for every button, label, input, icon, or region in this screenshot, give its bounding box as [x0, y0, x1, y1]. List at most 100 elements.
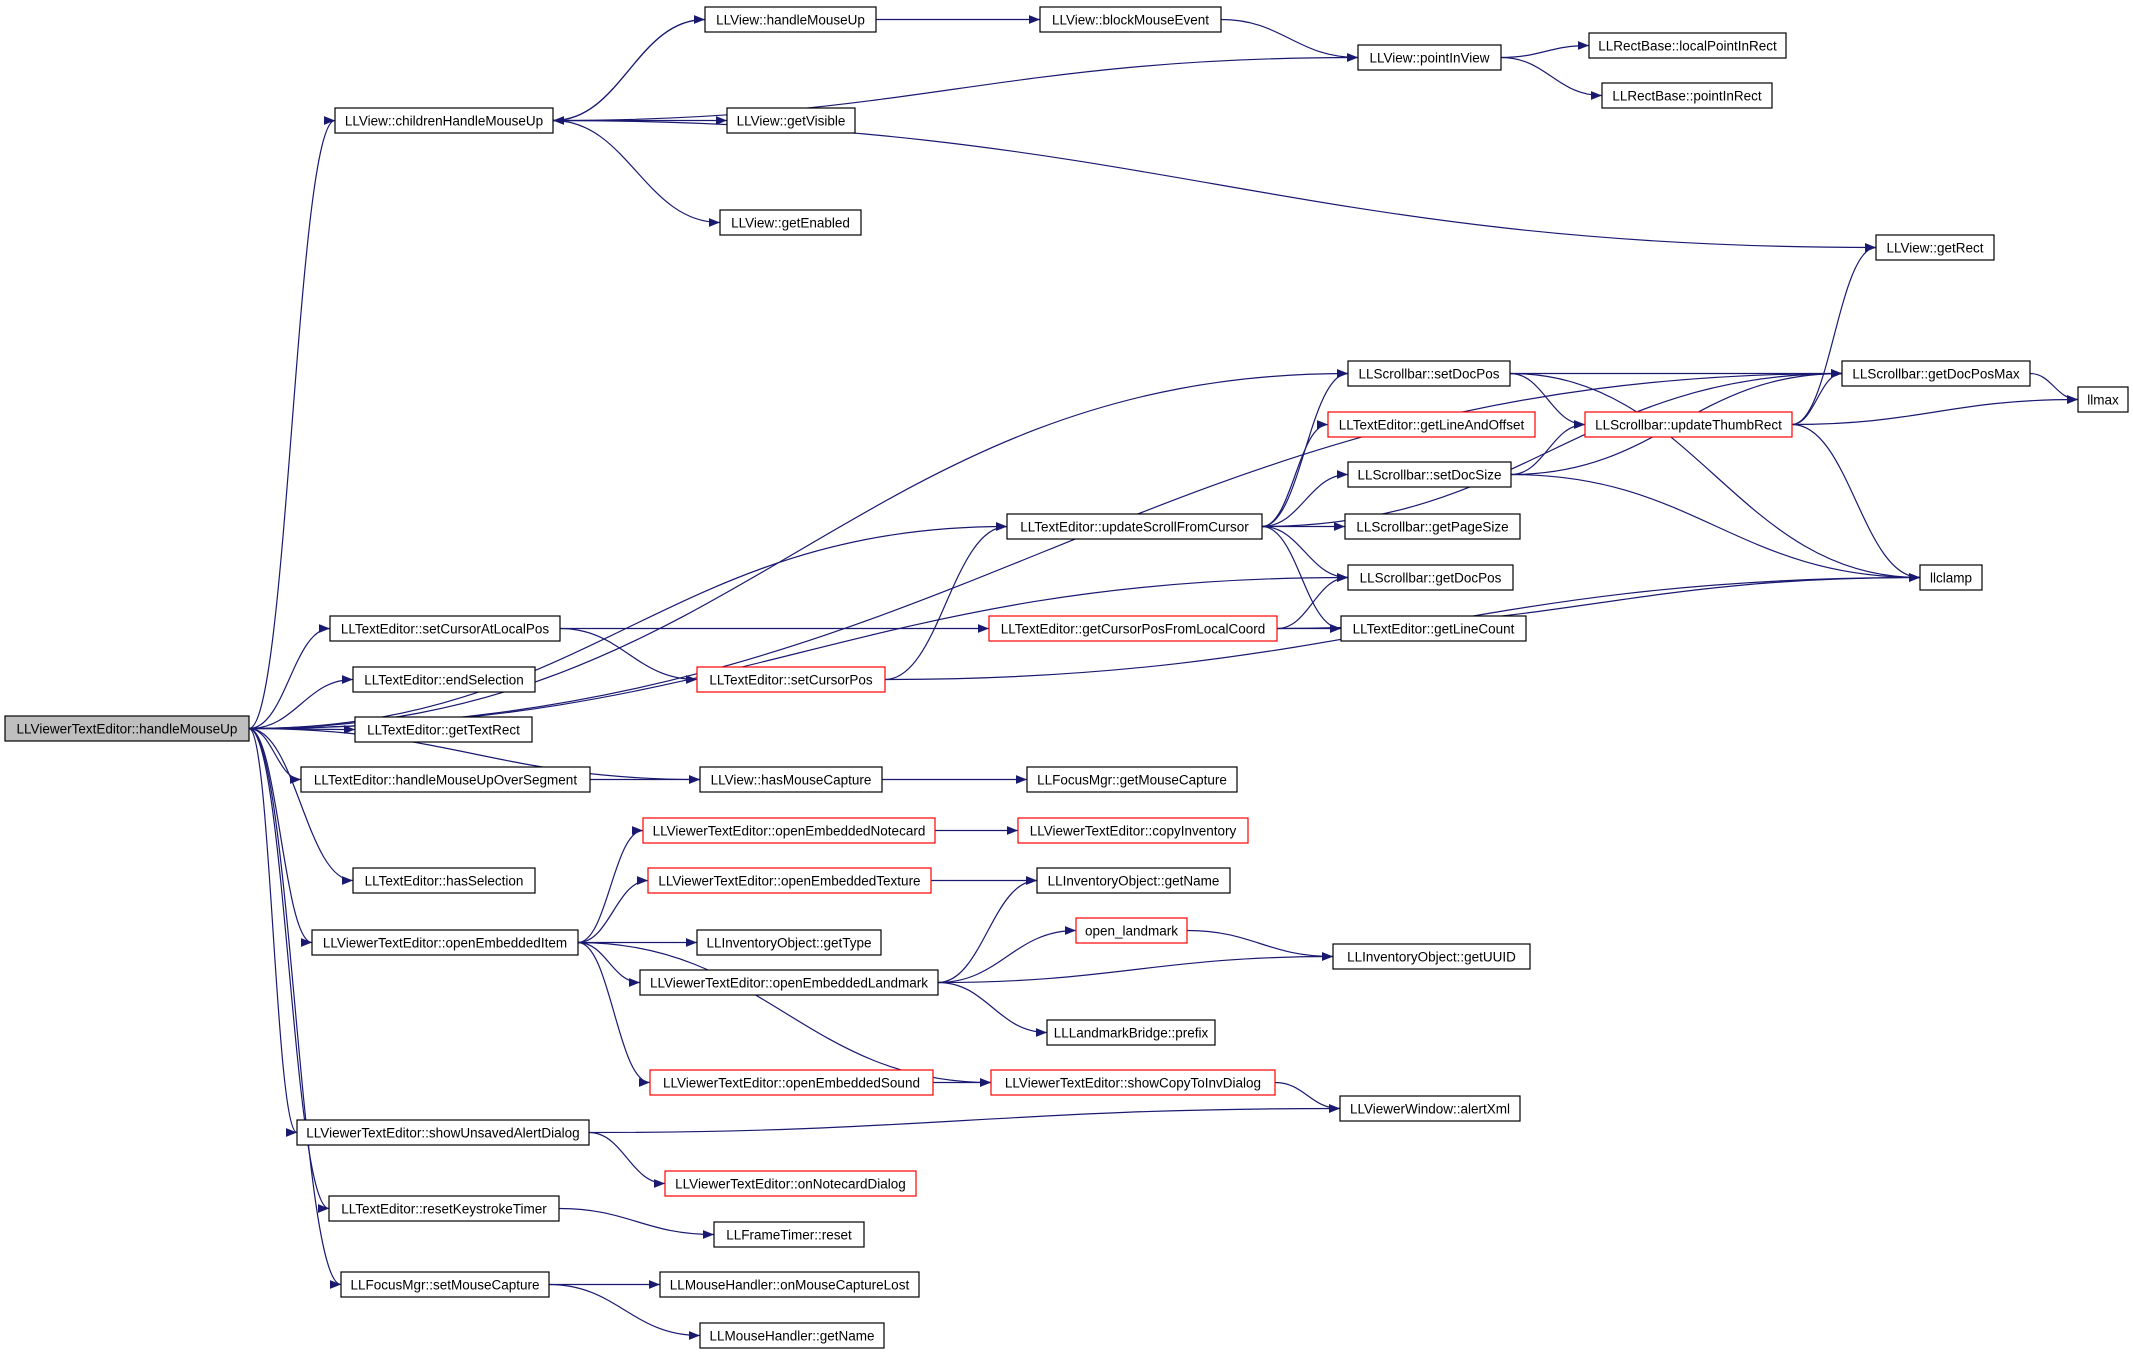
edge-setMouseCapture-to-mhGetName [548, 1283, 701, 1340]
node-root[interactable]: LLViewerTextEditor::handleMouseUp [4, 715, 250, 742]
edge-root-to-setCursorAtLocalPos [248, 624, 331, 730]
node-label: LLRectBase::pointInRect [1612, 89, 1762, 104]
node-openEmbeddedTexture[interactable]: LLViewerTextEditor::openEmbeddedTexture [647, 867, 932, 894]
node-pointInRect[interactable]: LLRectBase::pointInRect [1601, 82, 1773, 109]
node-localPointInRect[interactable]: LLRectBase::localPointInRect [1588, 32, 1787, 59]
node-getTextRect[interactable]: LLTextEditor::getTextRect [354, 716, 533, 743]
node-label: LLTextEditor::hasSelection [365, 874, 524, 889]
node-box [329, 615, 561, 642]
node-label: LLViewerTextEditor::showUnsavedAlertDial… [306, 1126, 579, 1141]
node-openEmbeddedSound[interactable]: LLViewerTextEditor::openEmbeddedSound [649, 1069, 934, 1096]
edge-updateThumbRect-to-llmax [1791, 395, 2079, 426]
node-box [1875, 234, 1995, 261]
node-llclamp[interactable]: llclamp [1919, 564, 1983, 591]
node-label: LLView::hasMouseCapture [711, 773, 872, 788]
node-setDocPos[interactable]: LLScrollbar::setDocPos [1347, 360, 1511, 387]
edge-updateScrollFromCursor-to-getDocPos [1261, 525, 1349, 582]
edge-openEmbeddedItem-to-showCopyToInvDialog [577, 941, 992, 1087]
edge-childrenHandleMouseUp-to-getEnabled [552, 119, 721, 227]
node-getEnabled[interactable]: LLView::getEnabled [719, 209, 862, 236]
node-onMouseCaptureLost[interactable]: LLMouseHandler::onMouseCaptureLost [659, 1271, 920, 1298]
edge-openEmbeddedItem-to-openEmbeddedTexture [577, 876, 649, 944]
node-hasSelection[interactable]: LLTextEditor::hasSelection [352, 867, 536, 894]
node-invGetName[interactable]: LLInventoryObject::getName [1036, 867, 1231, 894]
node-box [990, 1069, 1276, 1096]
node-llmax[interactable]: llmax [2077, 386, 2129, 413]
node-setCursorAtLocalPos[interactable]: LLTextEditor::setCursorAtLocalPos [329, 615, 561, 642]
node-label: LLView::getRect [1886, 241, 1983, 256]
node-resetKeystrokeTimer[interactable]: LLTextEditor::resetKeystrokeTimer [328, 1195, 560, 1222]
edge-updateScrollFromCursor-to-setDocSize [1261, 470, 1349, 528]
node-childrenHandleMouseUp[interactable]: LLView::childrenHandleMouseUp [334, 107, 554, 134]
edge-openEmbeddedLandmark-to-open_landmark [937, 926, 1077, 984]
node-box [352, 666, 536, 693]
node-getCursorPosFromLocalCoord[interactable]: LLTextEditor::getCursorPosFromLocalCoord [988, 615, 1278, 642]
node-getDocPos[interactable]: LLScrollbar::getDocPos [1347, 564, 1514, 591]
edge-root-to-resetKeystrokeTimer [248, 727, 330, 1213]
node-handleMouseUp[interactable]: LLView::handleMouseUp [704, 6, 877, 33]
node-getLineCount[interactable]: LLTextEditor::getLineCount [1340, 615, 1527, 642]
node-blockMouseEvent[interactable]: LLView::blockMouseEvent [1039, 6, 1222, 33]
edge-root-to-setMouseCapture [248, 727, 342, 1289]
node-box [1017, 817, 1249, 844]
nodes: LLViewerTextEditor::handleMouseUpLLView:… [4, 6, 2129, 1349]
node-label: LLView::getEnabled [731, 216, 850, 231]
node-label: open_landmark [1085, 924, 1178, 939]
node-getMouseCapture[interactable]: LLFocusMgr::getMouseCapture [1026, 766, 1238, 793]
node-getType[interactable]: LLInventoryObject::getType [696, 929, 882, 956]
node-openEmbeddedItem[interactable]: LLViewerTextEditor::openEmbeddedItem [311, 929, 579, 956]
node-box [352, 867, 536, 894]
edge-showUnsavedAlertDialog-to-alertXml [588, 1104, 1341, 1134]
edge-setCursorPos-to-updateScrollFromCursor [884, 522, 1008, 681]
node-label: LLScrollbar::getPageSize [1356, 520, 1508, 535]
node-endSelection[interactable]: LLTextEditor::endSelection [352, 666, 536, 693]
edge-openEmbeddedLandmark-to-prefix [937, 981, 1048, 1037]
node-openEmbeddedLandmark[interactable]: LLViewerTextEditor::openEmbeddedLandmark [639, 969, 939, 996]
edge-openEmbeddedItem-to-openEmbeddedSound [577, 941, 651, 1087]
node-setMouseCapture[interactable]: LLFocusMgr::setMouseCapture [340, 1271, 550, 1298]
node-box [1584, 411, 1793, 438]
node-box [4, 715, 250, 742]
node-frameTimerReset[interactable]: LLFrameTimer::reset [713, 1221, 865, 1248]
node-copyInventory[interactable]: LLViewerTextEditor::copyInventory [1017, 817, 1249, 844]
node-onNotecardDialog[interactable]: LLViewerTextEditor::onNotecardDialog [664, 1170, 917, 1197]
node-showCopyToInvDialog[interactable]: LLViewerTextEditor::showCopyToInvDialog [990, 1069, 1276, 1096]
node-box [1340, 615, 1527, 642]
edge-root-to-openEmbeddedItem [248, 727, 313, 947]
node-label: LLViewerTextEditor::openEmbeddedItem [323, 936, 567, 951]
node-pointInView[interactable]: LLView::pointInView [1357, 44, 1502, 71]
node-box [1039, 6, 1222, 33]
node-updateScrollFromCursor[interactable]: LLTextEditor::updateScrollFromCursor [1006, 513, 1263, 540]
node-setCursorPos[interactable]: LLTextEditor::setCursorPos [696, 666, 886, 693]
edges [248, 15, 2079, 1340]
node-mhGetName[interactable]: LLMouseHandler::getName [699, 1322, 885, 1349]
node-getRect[interactable]: LLView::getRect [1875, 234, 1995, 261]
node-getPageSize[interactable]: LLScrollbar::getPageSize [1344, 513, 1521, 540]
node-box [1347, 564, 1514, 591]
node-box [696, 929, 882, 956]
node-label: LLFocusMgr::setMouseCapture [350, 1278, 539, 1293]
node-getVisible[interactable]: LLView::getVisible [726, 107, 856, 134]
edge-updateScrollFromCursor-to-getDocPosMax [1261, 369, 1843, 528]
node-updateThumbRect[interactable]: LLScrollbar::updateThumbRect [1584, 411, 1793, 438]
node-showUnsavedAlertDialog[interactable]: LLViewerTextEditor::showUnsavedAlertDial… [296, 1119, 590, 1146]
node-alertXml[interactable]: LLViewerWindow::alertXml [1339, 1095, 1521, 1122]
node-getUUID[interactable]: LLInventoryObject::getUUID [1332, 943, 1531, 970]
edge-pointInView-to-pointInRect [1500, 56, 1603, 100]
node-label: LLView::handleMouseUp [716, 13, 865, 28]
edge-open_landmark-to-getUUID [1186, 929, 1334, 961]
node-openEmbeddedNotecard[interactable]: LLViewerTextEditor::openEmbeddedNotecard [642, 817, 936, 844]
node-handleMouseUpOverSegment[interactable]: LLTextEditor::handleMouseUpOverSegment [300, 766, 591, 793]
node-setDocSize[interactable]: LLScrollbar::setDocSize [1347, 461, 1512, 488]
node-label: LLTextEditor::getLineAndOffset [1339, 418, 1525, 433]
node-hasMouseCapture[interactable]: LLView::hasMouseCapture [699, 766, 883, 793]
node-box [1344, 513, 1521, 540]
node-getDocPosMax[interactable]: LLScrollbar::getDocPosMax [1841, 360, 2031, 387]
node-box [659, 1271, 920, 1298]
node-prefix[interactable]: LLLandmarkBridge::prefix [1046, 1019, 1216, 1046]
node-open_landmark[interactable]: open_landmark [1075, 917, 1188, 944]
node-label: LLScrollbar::updateThumbRect [1595, 418, 1782, 433]
edge-setDocSize-to-llclamp [1510, 473, 1921, 582]
node-label: LLTextEditor::updateScrollFromCursor [1020, 520, 1249, 535]
node-getLineAndOffset[interactable]: LLTextEditor::getLineAndOffset [1327, 411, 1536, 438]
